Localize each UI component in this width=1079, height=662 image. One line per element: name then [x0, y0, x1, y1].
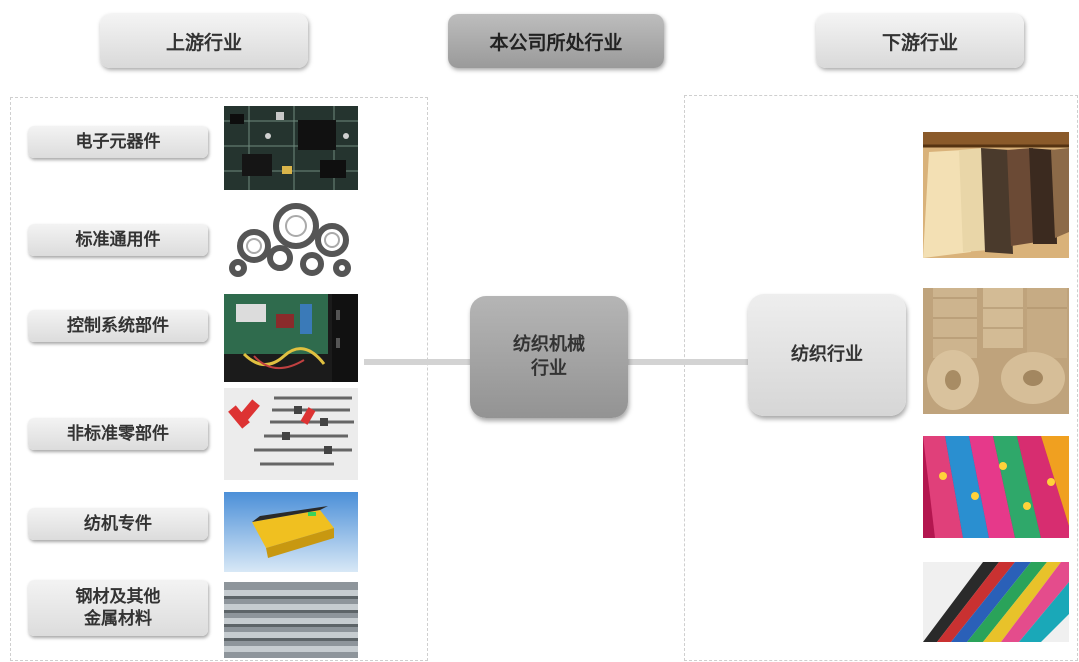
center-hub-label: 纺织机械 行业 — [513, 334, 585, 379]
header-upstream-label: 上游行业 — [165, 31, 242, 54]
header-company-label: 本公司所处行业 — [489, 31, 623, 54]
upstream-item-label: 非标准零部件 — [67, 424, 169, 444]
center-hub: 纺织机械 行业 — [470, 296, 628, 418]
upstream-item: 纺机专件 — [28, 508, 208, 540]
clothing-rack-image — [923, 132, 1069, 258]
control-box-image — [224, 294, 358, 382]
fabric-rolls-image — [923, 436, 1069, 538]
header-downstream-label: 下游行业 — [881, 31, 958, 54]
connector-left — [364, 359, 474, 365]
upstream-item: 非标准零部件 — [28, 418, 208, 450]
right-hub: 纺织行业 — [748, 294, 906, 416]
upstream-item: 钢材及其他 金属材料 — [28, 580, 208, 636]
upstream-item-label: 控制系统部件 — [67, 316, 169, 336]
upstream-item: 电子元器件 — [28, 126, 208, 158]
downstream-panel — [684, 95, 1078, 661]
header-downstream: 下游行业 — [816, 14, 1024, 68]
upstream-item: 控制系统部件 — [28, 310, 208, 342]
upstream-item-label: 纺机专件 — [84, 514, 152, 534]
upstream-item-label: 标准通用件 — [75, 230, 161, 250]
steel-bars-image — [224, 582, 358, 658]
upstream-panel — [10, 97, 428, 661]
hardware-parts-image — [224, 388, 358, 480]
colored-fabrics-image — [923, 562, 1069, 642]
textile-machine-part-image — [224, 492, 358, 572]
header-company: 本公司所处行业 — [448, 14, 664, 68]
connector-right — [626, 359, 750, 365]
upstream-item-label: 钢材及其他 金属材料 — [75, 587, 161, 629]
upstream-item: 标准通用件 — [28, 224, 208, 256]
yarn-spools-image — [923, 288, 1069, 414]
bearings-image — [224, 196, 358, 284]
header-upstream: 上游行业 — [100, 14, 308, 68]
upstream-item-label: 电子元器件 — [75, 132, 161, 152]
circuit-board-image — [224, 106, 358, 190]
right-hub-label: 纺织行业 — [791, 344, 863, 365]
